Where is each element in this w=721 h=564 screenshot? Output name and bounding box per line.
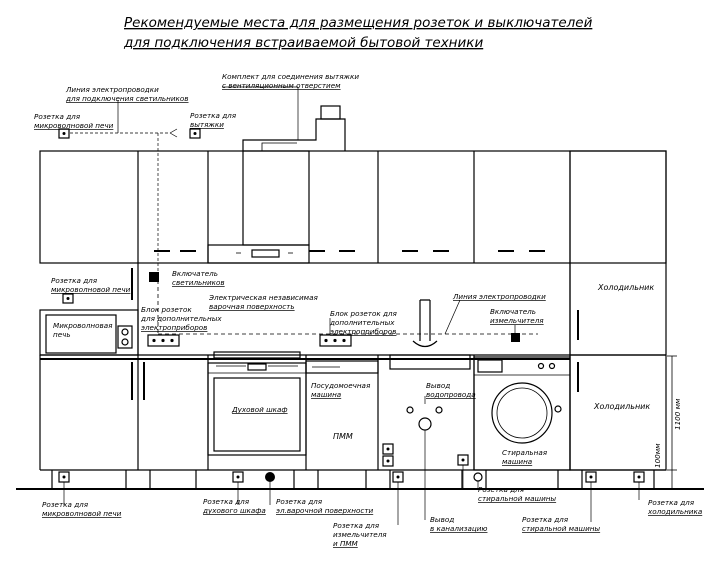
hood-kit-label-1: Комплект для соединения вытяжки bbox=[222, 72, 359, 81]
socket-micro-top-label-1: Розетка для bbox=[34, 112, 81, 121]
switch-chopper-label-1: Включатель bbox=[490, 307, 536, 316]
pmm-label: ПММ bbox=[333, 432, 353, 441]
dim-100-label: 100мм bbox=[653, 443, 662, 468]
upper-cabinets bbox=[39, 150, 667, 264]
socket-icons bbox=[58, 128, 645, 483]
socket-washer-mid-label-2: стиральной машины bbox=[478, 494, 556, 503]
socket-washer-mid-label-1: Розетка для bbox=[478, 485, 525, 494]
range-hood bbox=[207, 105, 346, 264]
microwave-label-1: Микроволновая bbox=[53, 321, 113, 330]
socket-micro-mid-label-1: Розетка для bbox=[51, 276, 98, 285]
title-line-2: для подключения встраиваемой бытовой тех… bbox=[123, 35, 483, 51]
socket-hob-label-1: Розетка для bbox=[276, 497, 323, 506]
dishwasher-label-2: машина bbox=[311, 390, 341, 399]
socket-chopper-pmm-label-2: измельчителя bbox=[333, 530, 387, 539]
socket-washer-bottom-label-2: стиральной машины bbox=[522, 524, 600, 533]
water-outlet bbox=[406, 406, 443, 431]
drain-outlet-label-2: в канализацию bbox=[430, 524, 487, 533]
microwave-label-2: печь bbox=[53, 330, 71, 339]
socket-washer-bottom-label-1: Розетка для bbox=[522, 515, 569, 524]
hob-label-1: Электрическая независимая bbox=[208, 293, 318, 302]
dishwasher bbox=[305, 360, 379, 374]
block-extra-left-label-2: для дополнительных bbox=[140, 314, 222, 323]
hob-socket-icon bbox=[265, 472, 275, 482]
fridge-top-label: Холодильник bbox=[597, 283, 654, 292]
block-extra-mid-label-2: дополнительных bbox=[329, 318, 395, 327]
wiring-line-label: Линия электропроводки bbox=[452, 292, 546, 301]
socket-micro-mid-label-2: микроволновой печи bbox=[51, 285, 131, 294]
oven bbox=[207, 362, 307, 456]
switch-chopper-label-2: измельчителя bbox=[490, 316, 544, 325]
socket-micro-bottom-label-2: микроволновой печи bbox=[42, 509, 122, 518]
sink bbox=[389, 299, 471, 370]
hood-kit-label-2: с вентиляционным отверстием bbox=[222, 81, 341, 90]
leader-lines bbox=[63, 86, 640, 525]
block-extra-mid-label-1: Блок розеток для bbox=[330, 309, 398, 318]
light-switch-icon bbox=[149, 272, 159, 282]
light-line-label-2: для подключения светильников bbox=[65, 94, 189, 103]
socket-micro-top-label-2: микроволновой печи bbox=[34, 121, 114, 130]
switch-lights-label-1: Включатель bbox=[172, 269, 218, 278]
washer-label-1: Стиральная bbox=[502, 448, 548, 457]
socket-fridge-label-1: Розетка для bbox=[648, 498, 695, 507]
switch-lights-label-2: светильников bbox=[172, 278, 225, 287]
light-line-label-1: Линия электропроводки bbox=[65, 85, 159, 94]
hob bbox=[213, 351, 301, 359]
washer-label-2: машина bbox=[502, 457, 532, 466]
block-extra-mid-label-3: электроприборов bbox=[330, 327, 396, 336]
water-outlet-label-1: Вывод bbox=[426, 381, 450, 390]
socket-oven-label-2: духового шкафа bbox=[202, 506, 266, 515]
socket-oven-label-1: Розетка для bbox=[203, 497, 250, 506]
socket-chopper-pmm-label-3: и ПММ bbox=[333, 539, 359, 548]
socket-chopper-pmm-label-1: Розетка для bbox=[333, 521, 380, 530]
chopper-switch-icon bbox=[511, 333, 520, 342]
socket-fridge-label-2: холодильника bbox=[647, 507, 702, 516]
oven-label: Духовой шкаф bbox=[231, 405, 288, 414]
fridge-column bbox=[569, 150, 667, 471]
dimension-lines: 1100 мм 100мм bbox=[653, 355, 682, 489]
drain-outlet-label-1: Вывод bbox=[430, 515, 454, 524]
floor bbox=[16, 469, 704, 490]
socket-hood-label-1: Розетка для bbox=[190, 111, 237, 120]
hob-label-2: варочная поверхность bbox=[209, 302, 295, 311]
washing-machine bbox=[473, 356, 571, 471]
water-outlet-label-2: водопровода bbox=[426, 390, 476, 399]
title-line-1: Рекомендуемые места для размещения розет… bbox=[124, 15, 593, 31]
dim-1100-label: 1100 мм bbox=[673, 398, 682, 430]
microwave-unit bbox=[39, 268, 139, 356]
socket-micro-bottom-label-1: Розетка для bbox=[42, 500, 89, 509]
socket-hood-label-2: вытяжки bbox=[190, 120, 224, 129]
socket-hob-label-2: эл.варочной поверхности bbox=[276, 506, 374, 515]
dishwasher-label-1: Посудомоечная bbox=[311, 381, 371, 390]
block-extra-left-label-1: Блок розеток bbox=[141, 305, 192, 314]
block-extra-left-label-3: электроприборов bbox=[141, 323, 207, 332]
fridge-bottom-label: Холодильник bbox=[593, 402, 650, 411]
labels: Комплект для соединения вытяжки с вентил… bbox=[34, 72, 702, 548]
